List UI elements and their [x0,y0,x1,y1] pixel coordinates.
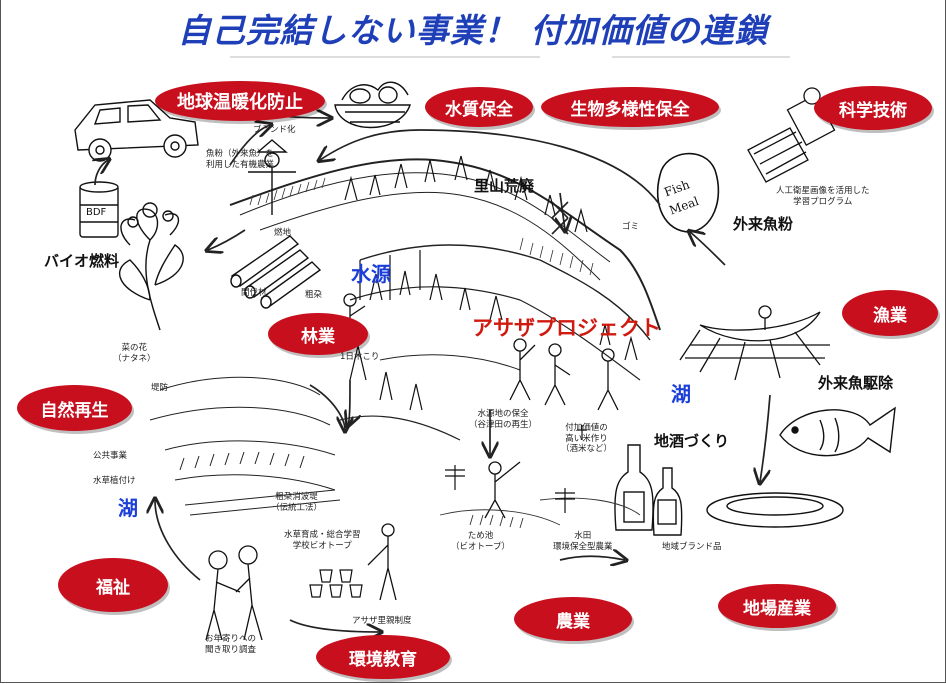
car [74,99,199,162]
vegetable-basket [334,81,411,129]
caption-thinned-wood: 間伐材 [241,288,267,298]
badge-fishery: 漁業 [842,290,938,336]
plant-pots [309,569,363,598]
sake-bottles [614,444,683,536]
caption-value-added-rice: 付加価値の 高い米作り （酒米など） [561,423,613,455]
dish [706,492,844,528]
fuel-drum: BDF [79,181,119,238]
caption-asaza-foster: アサザ里親制度 [352,616,412,626]
badge-welfare: 福祉 [58,558,168,612]
badge-local-industry: 地場産業 [718,584,836,628]
satoyama-arrow-mark [551,201,569,235]
caption-aquatic-planting: 水草植付け [93,476,136,486]
label-local-sake: 地酒づくり [654,432,730,450]
scarecrow [248,139,296,215]
caption-trash: ゴミ [622,222,640,232]
forest-trees [344,155,638,411]
label-bio-fuel: バイオ燃料 [44,252,120,270]
caption-public-works: 公共事業 [93,451,128,461]
label-asaza-project: アサザプロジェクト [472,316,661,340]
label-alien-fish-powder: 外来魚粉 [733,215,794,233]
caption-brushwood-method: 粗朶消波堤 （伝統工法） [271,492,323,513]
fishing-boat [679,305,830,381]
badge-water-quality: 水質保全 [425,87,533,127]
badge-nature-regeneration: 自然再生 [17,385,132,431]
caption-elderly-interview: お年寄りへの 聞き取り調査 [205,634,257,655]
caption-firewood: 粗朶 [305,290,323,300]
dragonflies [445,425,587,513]
label-water-source: 水源 [351,262,391,286]
caption-pond-biotope: ため池 （ビオトープ） [451,531,510,552]
badge-global-warming: 地球温暖化防止 [155,81,325,121]
caption-rapeseed: 菜の花 （ナタネ） [113,343,156,364]
caption-levee: 堤防 [151,383,169,393]
wetland-hatching [149,376,341,516]
badge-agriculture: 農業 [514,597,632,641]
badge-forestry: 林業 [268,313,368,355]
badge-biodiversity: 生物多様性保全 [541,87,719,127]
rapeseed-plant [118,202,184,331]
badge-environmental-education: 環境教育 [316,635,450,679]
logs [230,235,322,309]
caption-school-biotope: 水草育成・総合学習 学校ビオトープ [284,530,361,551]
people-sketches [205,293,619,641]
fish [779,406,896,457]
forest-hill [229,158,661,441]
fishmeal-sack: Fish Meal [656,152,720,233]
svg-text:BDF: BDF [86,207,107,218]
label-lake-left: 湖 [118,496,138,520]
caption-one-day-woodcutter: 1日木こり [340,352,380,362]
caption-bundle: 燃地 [274,228,292,238]
grass-hatching [249,177,594,276]
paddy-hatching [439,497,641,529]
caption-fishmeal-farming: 魚粉（外来魚）を 利用した有機農業 [206,149,275,170]
caption-source-protection: 水源地の保全 （谷津田の再生） [469,409,538,430]
caption-branding: ブランド化 [253,125,296,135]
label-lake-right: 湖 [671,382,691,406]
badge-science: 科学技術 [814,86,932,130]
page-title: 自己完結しない事業！ 付加価値の連鎖 [177,11,769,50]
caption-satellite-program: 人工衛星画像を活用した 学習プログラム [776,186,870,207]
label-satoyama-decline: 里山荒廃 [474,177,535,195]
caption-local-brand: 地域ブランド品 [662,542,722,552]
label-alien-fish-removal: 外来魚駆除 [818,374,894,392]
caption-paddy-farming: 水田 環境保全型農業 [553,531,613,552]
